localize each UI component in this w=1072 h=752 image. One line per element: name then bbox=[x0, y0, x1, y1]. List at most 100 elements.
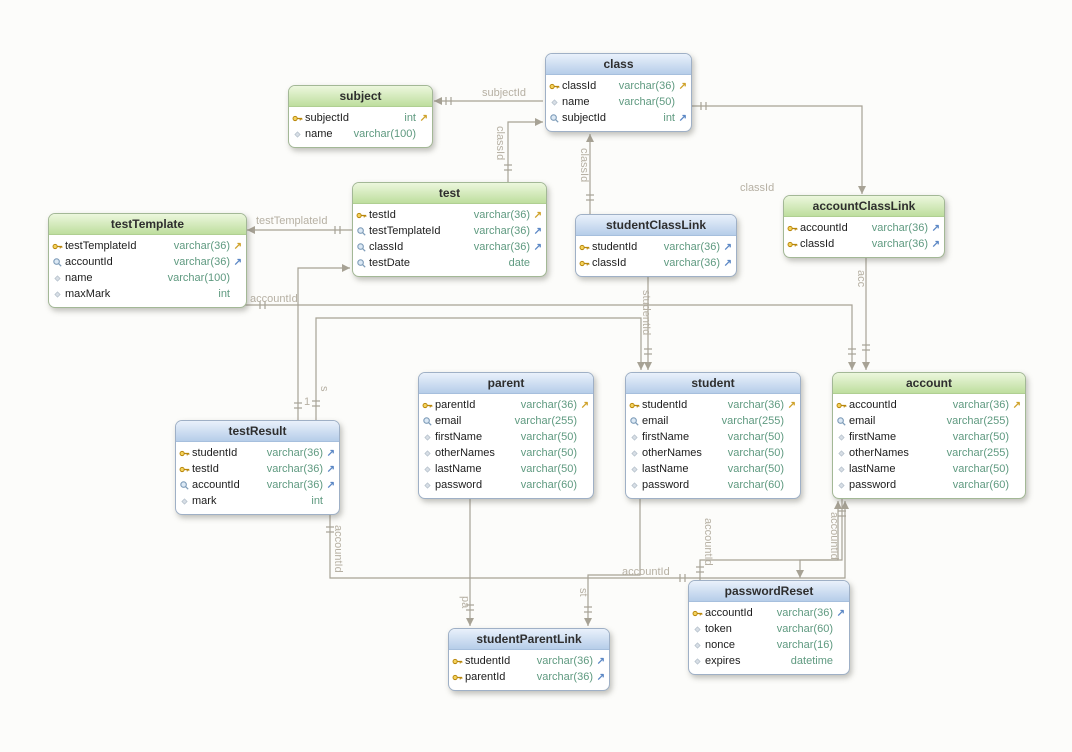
relationship-account-passwordReset[interactable] bbox=[796, 499, 843, 578]
column-icon bbox=[52, 289, 65, 300]
relationship-arrowhead-icon bbox=[584, 618, 592, 626]
primary-key-icon bbox=[452, 656, 465, 667]
indexed-column-icon bbox=[549, 113, 562, 124]
table-title[interactable]: parent bbox=[419, 373, 593, 394]
column-type: varchar(255) bbox=[946, 447, 1009, 459]
column-type: datetime bbox=[790, 655, 833, 667]
relationship-label: 1 bbox=[304, 396, 311, 408]
relationship-label: accountId bbox=[332, 525, 344, 573]
table-title[interactable]: student bbox=[626, 373, 800, 394]
column-name: name bbox=[65, 272, 93, 284]
relationship-test-testTemplate[interactable] bbox=[247, 226, 352, 234]
column-type: varchar(36) bbox=[536, 671, 593, 683]
relationship-line[interactable] bbox=[799, 499, 843, 578]
column-type: varchar(36) bbox=[663, 241, 720, 253]
relationship-testTemplate-account[interactable] bbox=[245, 304, 856, 370]
table-title[interactable]: passwordReset bbox=[689, 581, 849, 602]
relationship-studentClassLink-student[interactable] bbox=[644, 277, 652, 370]
relationship-class-subject[interactable] bbox=[434, 97, 543, 105]
column-type: varchar(60) bbox=[952, 479, 1009, 491]
relationship-arrowhead-icon bbox=[796, 570, 804, 578]
primary-key-icon bbox=[356, 210, 369, 221]
column-icon bbox=[629, 480, 642, 491]
relationship-testResult-account[interactable] bbox=[329, 501, 849, 579]
column-type: varchar(36) bbox=[173, 256, 230, 268]
column-icon bbox=[422, 480, 435, 491]
column-name: email bbox=[642, 415, 669, 427]
relationship-student-studentParentLink[interactable] bbox=[584, 499, 641, 626]
column-type: varchar(255) bbox=[946, 415, 1009, 427]
relationship-accountClassLink-class[interactable] bbox=[690, 105, 866, 194]
column-name: otherNames bbox=[642, 447, 702, 459]
relationship-label: accountId bbox=[828, 512, 840, 560]
relationship-line[interactable] bbox=[507, 121, 543, 182]
table-title[interactable]: testResult bbox=[176, 421, 339, 442]
column-type: varchar(36) bbox=[776, 607, 833, 619]
column-type: date bbox=[508, 257, 530, 269]
relationship-line[interactable] bbox=[699, 501, 839, 580]
column-icon bbox=[629, 464, 642, 475]
column-name: parentId bbox=[435, 399, 476, 411]
relationship-test-class[interactable] bbox=[507, 118, 543, 182]
relationship-line[interactable] bbox=[297, 267, 350, 420]
column-icon bbox=[692, 640, 705, 651]
relationship-arrowhead-icon bbox=[848, 362, 856, 370]
relationship-passwordReset-account[interactable] bbox=[699, 501, 842, 580]
column-type: varchar(50) bbox=[727, 463, 784, 475]
table-title[interactable]: accountClassLink bbox=[784, 196, 944, 217]
column-icon bbox=[52, 273, 65, 284]
relationship-parent-studentParentLink[interactable] bbox=[466, 499, 474, 626]
relationship-line[interactable] bbox=[587, 499, 641, 626]
relationship-arrow-icon: ↗ bbox=[931, 238, 940, 250]
relationship-arrow-icon: ↗ bbox=[233, 256, 242, 268]
relationship-label: acc bbox=[855, 270, 867, 288]
relationship-label: st bbox=[577, 588, 589, 597]
table-title[interactable]: test bbox=[353, 183, 546, 204]
primary-key-icon bbox=[422, 400, 435, 411]
relationship-line[interactable] bbox=[329, 501, 846, 579]
relationship-arrow-icon: ↗ bbox=[931, 222, 940, 234]
column-name: testTemplateId bbox=[65, 240, 137, 252]
relationship-line[interactable] bbox=[245, 304, 853, 370]
relationship-studentClassLink-class[interactable] bbox=[586, 134, 594, 214]
relationship-line[interactable] bbox=[690, 105, 863, 194]
relationship-testResult-test[interactable] bbox=[297, 264, 350, 420]
column-icon bbox=[422, 464, 435, 475]
table-title[interactable]: studentParentLink bbox=[449, 629, 609, 650]
column-icon bbox=[692, 656, 705, 667]
table-title[interactable]: testTemplate bbox=[49, 214, 246, 235]
column-name: accountId bbox=[849, 399, 897, 411]
column-type: varchar(36) bbox=[173, 240, 230, 252]
relationship-accountClassLink-account[interactable] bbox=[862, 258, 870, 370]
table-title[interactable]: class bbox=[546, 54, 691, 75]
column-name: password bbox=[435, 479, 483, 491]
indexed-column-icon bbox=[422, 416, 435, 427]
table-title[interactable]: subject bbox=[289, 86, 432, 107]
relationship-label: testTemplateId bbox=[256, 215, 328, 227]
column-type: varchar(255) bbox=[514, 415, 577, 427]
table-title[interactable]: account bbox=[833, 373, 1025, 394]
relationship-arrowhead-icon bbox=[247, 226, 255, 234]
table-title[interactable]: studentClassLink bbox=[576, 215, 736, 236]
